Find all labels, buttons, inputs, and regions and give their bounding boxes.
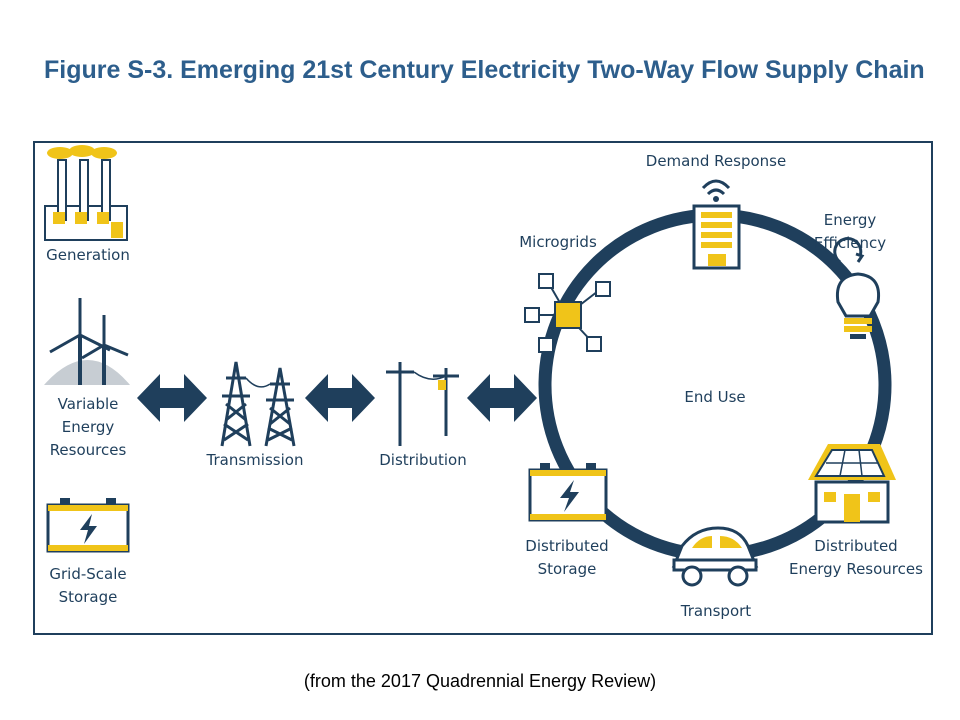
figure-title: Figure S-3. Emerging 21st Century Electr… [44,56,925,84]
energy-efficiency-label: Energy Efficiency [813,211,887,252]
utility-pole-icon [386,362,459,446]
distributed-battery-icon [528,463,608,522]
generation-label: Generation [46,246,130,264]
distribution-label: Distribution [379,451,467,469]
double-arrow-icon [137,374,207,422]
source-caption: (from the 2017 Quadrennial Energy Review… [303,671,657,691]
transport-label: Transport [680,602,752,620]
solar-house-icon [808,444,896,524]
transmission-label: Transmission [206,451,304,469]
double-arrow-icon [305,374,375,422]
microgrids-label: Microgrids [519,233,597,251]
end-use-label: End Use [684,388,746,406]
grid-storage-label: Grid-Scale Storage [49,565,127,606]
light-bulb-icon [833,237,881,339]
building-wifi-icon [692,179,741,270]
variable-energy-label: Variable Energy Resources [49,395,127,459]
power-plant-icon [44,145,128,241]
transmission-tower-icon [220,361,296,447]
distributed-storage-label: Distributed Storage [525,537,609,578]
car-icon [671,526,759,587]
grid-battery-icon [46,498,130,553]
wind-turbine-icon [44,298,130,385]
microgrid-icon [524,273,611,353]
demand-response-label: Demand Response [645,152,787,170]
double-arrow-icon [467,374,537,422]
distributed-energy-label: Distributed Energy Resources [789,537,923,578]
diagram-frame [33,141,933,635]
